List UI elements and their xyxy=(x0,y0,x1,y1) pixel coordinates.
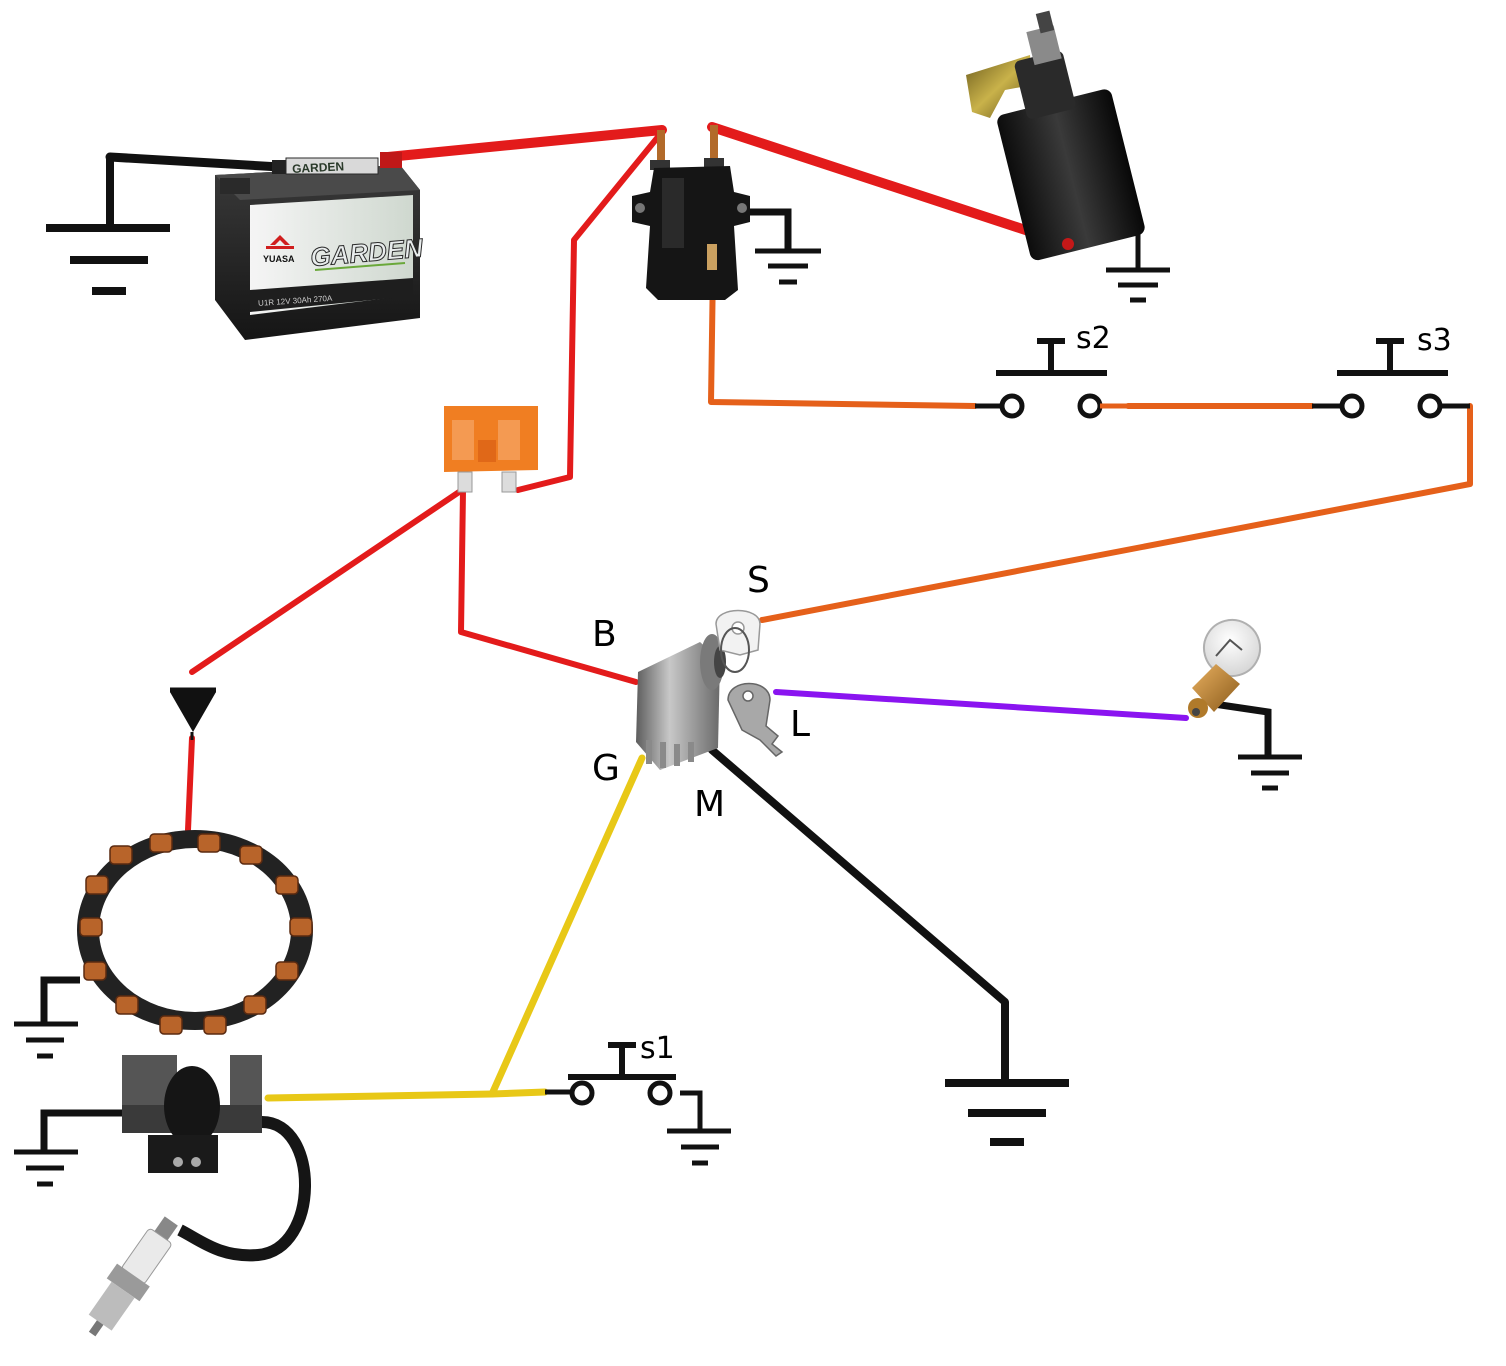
alternator-stator xyxy=(77,830,313,1035)
pushbutton-switch-s3 xyxy=(1312,338,1470,419)
battery: GARDEN YUASA GARDEN U1R 12V 30Ah 270A xyxy=(215,152,426,340)
ignition-magneto xyxy=(122,1055,311,1262)
spark-plug-icon xyxy=(88,1216,178,1337)
ignition-m-ground-wire xyxy=(708,746,1009,1006)
terminal-l-label: L xyxy=(790,704,810,745)
stator-to-diode-wire xyxy=(185,735,195,833)
ignition-g-wire xyxy=(488,754,646,1098)
starter-solenoid xyxy=(632,125,750,300)
switch-s1-label: s1 xyxy=(640,1031,675,1066)
ground-symbol xyxy=(945,1002,1069,1146)
switch-s2-label: s2 xyxy=(1076,321,1111,356)
ground-symbol xyxy=(1213,700,1302,791)
pushbutton-switch-s1 xyxy=(545,1042,676,1106)
battery-brand: YUASA xyxy=(263,254,295,264)
lamp-wire xyxy=(773,689,1189,721)
starter-cable xyxy=(707,122,1073,249)
charge-wire xyxy=(189,485,468,675)
terminal-s-label: S xyxy=(747,560,770,601)
s3-to-s-wire xyxy=(759,403,1473,623)
battery-positive-wire xyxy=(383,125,667,162)
terminal-g-label: G xyxy=(592,748,620,789)
starter-motor xyxy=(966,10,1145,261)
ground-symbol xyxy=(667,1090,731,1166)
pushbutton-switch-s2 xyxy=(975,338,1128,419)
lamp-bulb-icon xyxy=(1188,619,1261,718)
ignition-b-wire xyxy=(458,487,639,685)
ground-symbol xyxy=(14,976,80,1059)
ground-symbol xyxy=(1106,230,1170,303)
terminal-m-label: M xyxy=(694,784,725,825)
ignition-switch xyxy=(636,634,726,770)
ignition-key-icon xyxy=(715,609,784,757)
blade-fuse xyxy=(444,406,538,493)
fuse-feed-wire xyxy=(515,129,665,493)
solenoid-trigger-wire xyxy=(708,265,978,409)
diode-icon xyxy=(170,687,216,740)
ground-symbol xyxy=(748,208,821,285)
battery-top-brand: GARDEN xyxy=(292,159,345,176)
magneto-kill-wire xyxy=(264,1088,549,1102)
terminal-b-label: B xyxy=(592,614,617,655)
switch-s3-label: s3 xyxy=(1417,323,1452,358)
battery-ground-wire xyxy=(105,152,285,172)
ground-symbol xyxy=(46,157,170,295)
yuasa-logo-icon xyxy=(266,235,294,249)
ground-symbol xyxy=(14,1109,122,1187)
